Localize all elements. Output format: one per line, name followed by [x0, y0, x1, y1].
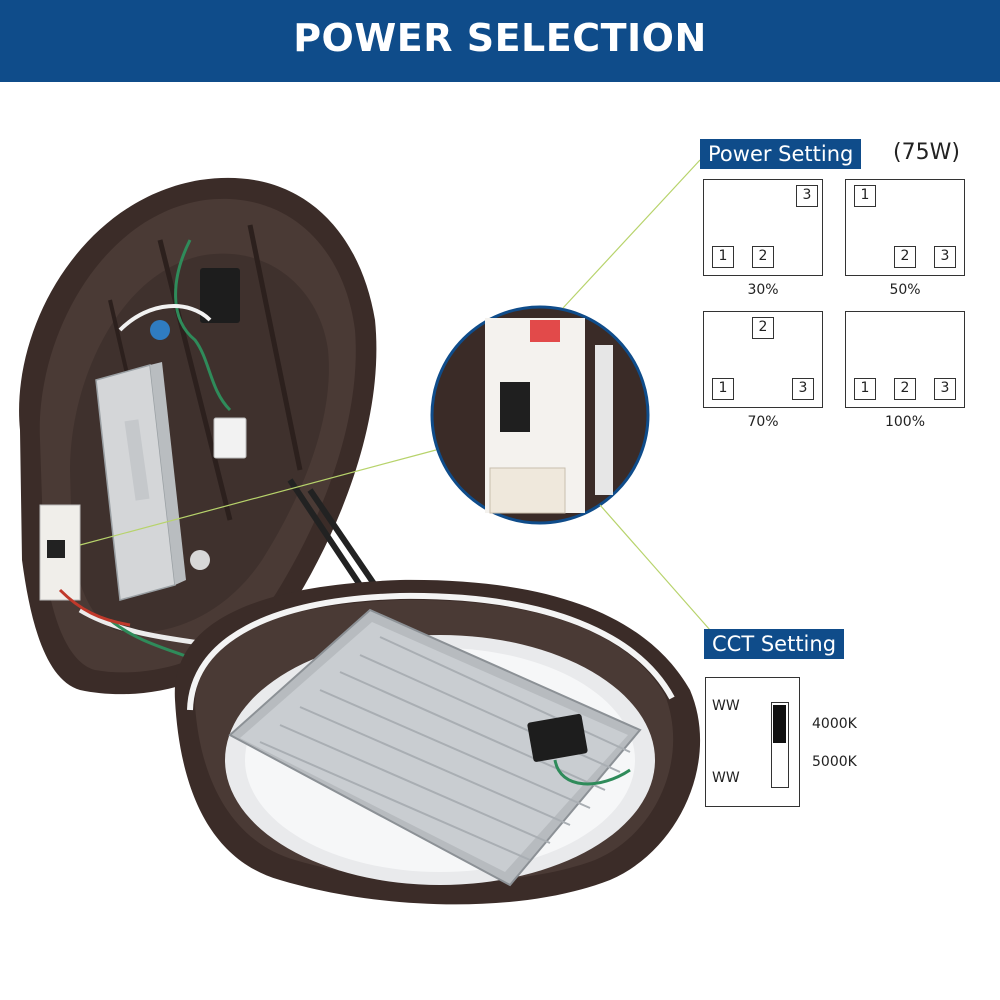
dip-switch: 1 — [854, 185, 876, 207]
power-caption-70: 70% — [747, 414, 779, 430]
cct-bottom-side: WW — [712, 770, 740, 786]
dip-switch: 2 — [752, 246, 774, 268]
dip-switch: 2 — [752, 317, 774, 339]
leader-lines — [79, 159, 711, 631]
power-option-70: 2 1 3 — [703, 311, 823, 408]
power-option-100: 1 2 3 — [845, 311, 965, 408]
power-caption-30: 30% — [747, 282, 779, 298]
power-caption-100: 100% — [884, 414, 926, 430]
header-banner — [0, 0, 1000, 82]
cct-option-5000k: 5000K — [812, 754, 857, 770]
dip-switch: 3 — [934, 246, 956, 268]
power-caption-50: 50% — [889, 282, 921, 298]
dip-switch: 1 — [712, 246, 734, 268]
driver-module — [95, 362, 186, 601]
dip-switch: 2 — [894, 246, 916, 268]
led-board — [228, 608, 642, 887]
cct-switch-diagram: WW WW — [705, 677, 800, 807]
dip-switch: 3 — [934, 378, 956, 400]
cct-switch-knob — [773, 705, 786, 743]
dip-switch: 3 — [796, 185, 818, 207]
cct-setting-label: CCT Setting — [704, 629, 845, 659]
dip-switch: 2 — [894, 378, 916, 400]
power-setting-label: Power Setting — [700, 139, 862, 169]
dip-switch: 3 — [792, 378, 814, 400]
pcb-zoom-inset — [430, 305, 650, 525]
dip-switch: 1 — [854, 378, 876, 400]
cct-slide-switch — [771, 702, 789, 788]
cct-top-side: WW — [712, 698, 740, 714]
wattage-label: (75W) — [893, 140, 960, 165]
power-option-30: 3 1 2 — [703, 179, 823, 276]
product-photo — [19, 159, 711, 905]
cct-option-4000k: 4000K — [812, 716, 857, 732]
page-title: POWER SELECTION — [293, 16, 707, 60]
dip-switch: 1 — [712, 378, 734, 400]
power-option-50: 1 2 3 — [845, 179, 965, 276]
